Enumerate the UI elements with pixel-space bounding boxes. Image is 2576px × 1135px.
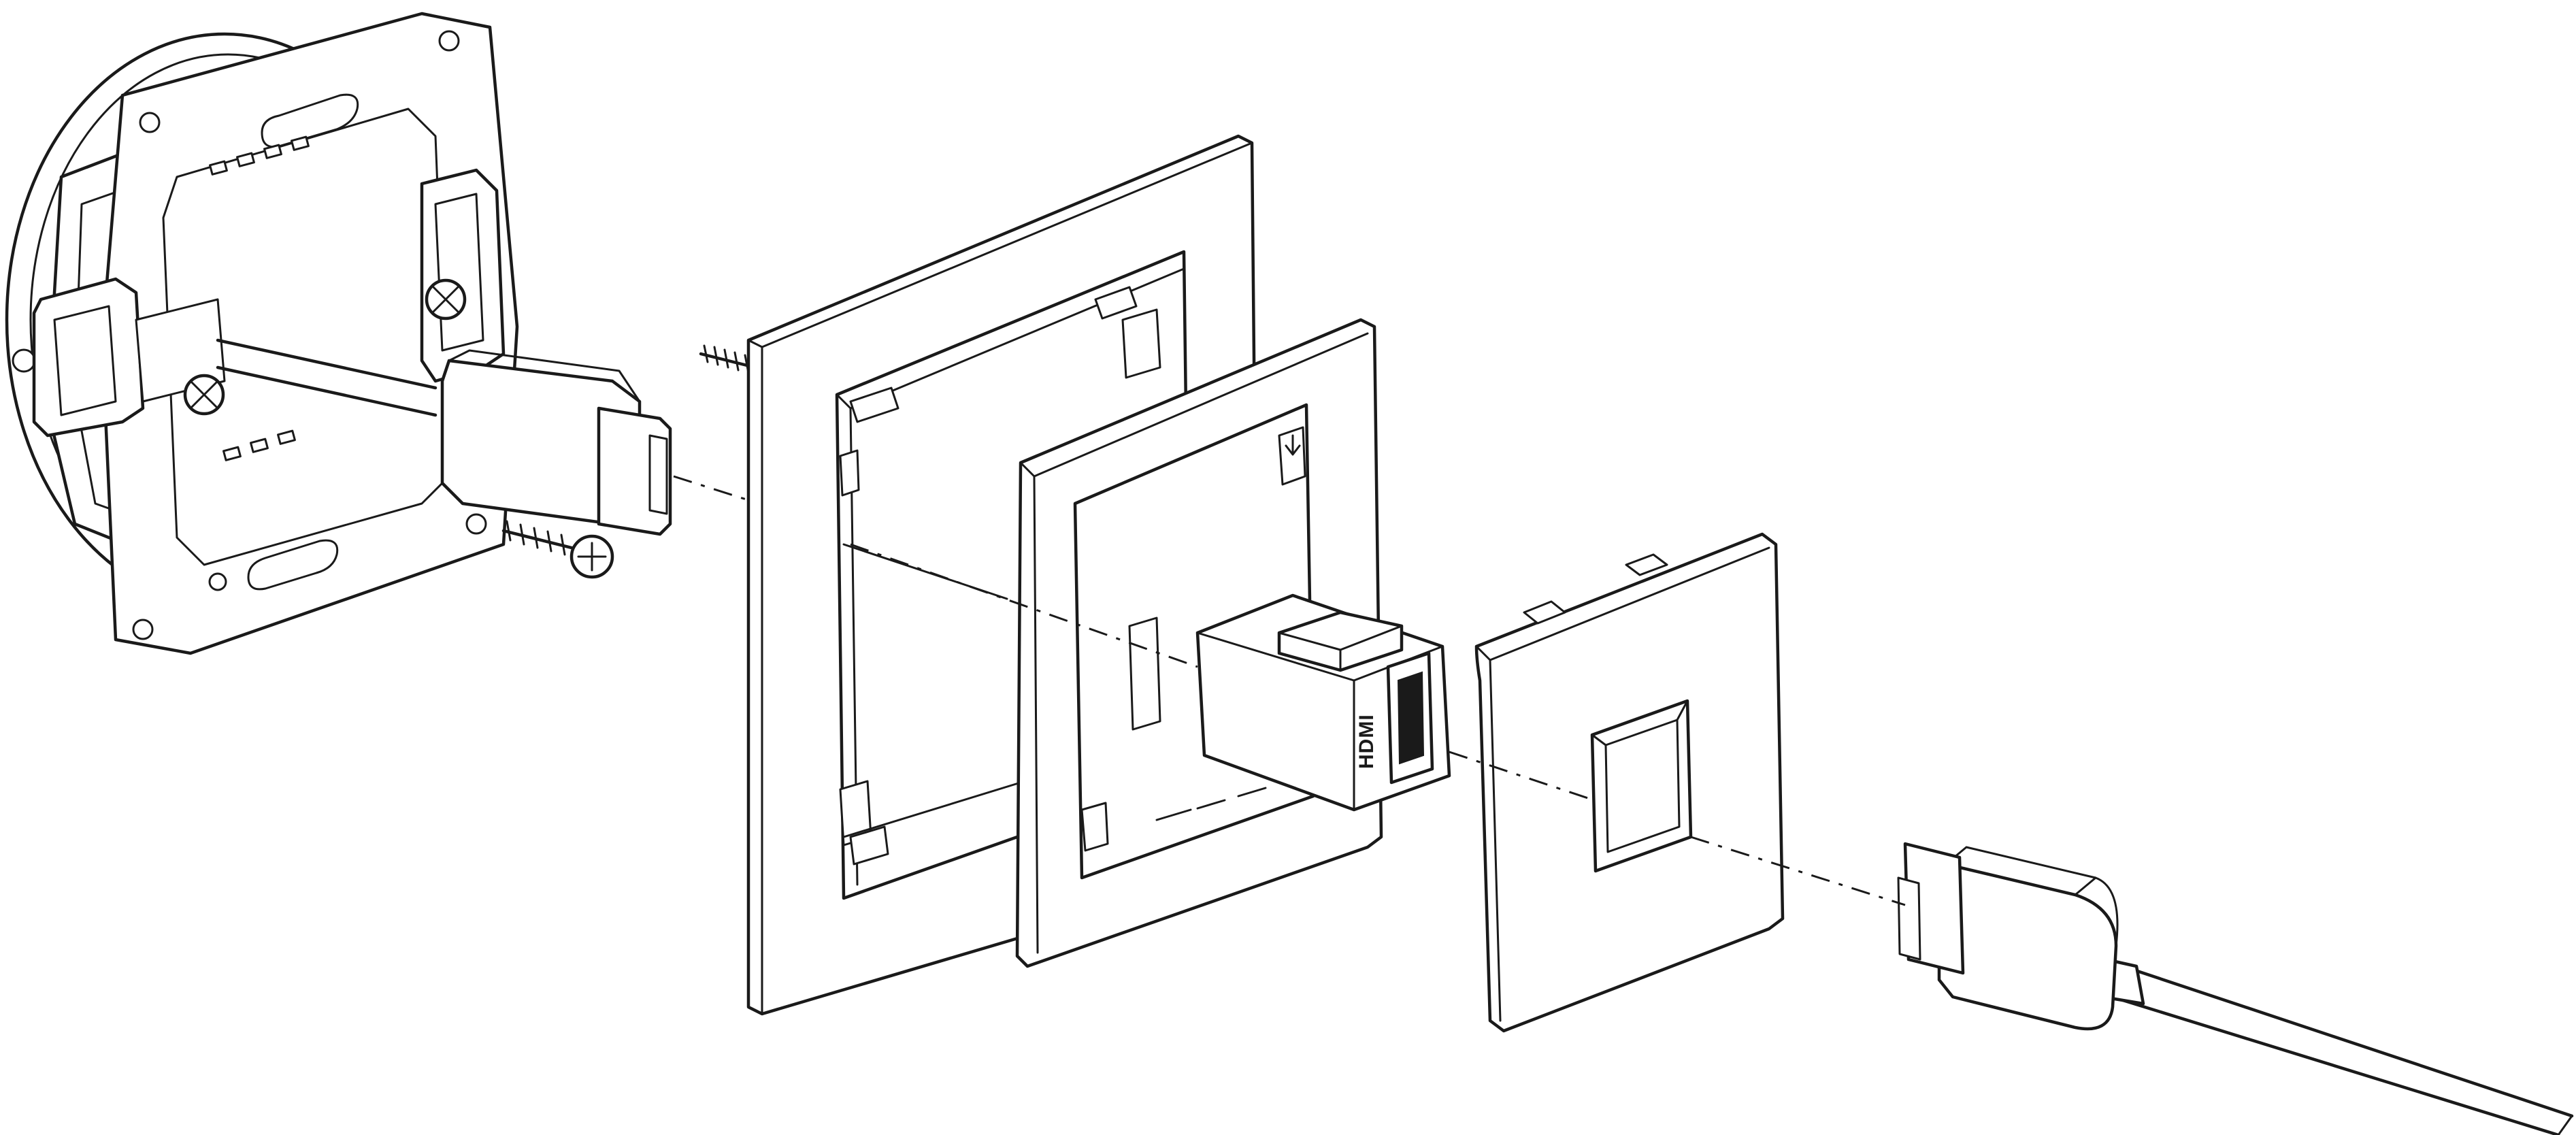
hdmi-plug-top: [1945, 846, 2119, 947]
claw-screw-right-cross: [432, 286, 459, 313]
hdmi-module-latch-top: [1278, 625, 1403, 672]
frame-hole: [132, 619, 154, 640]
axis-line: [850, 543, 1198, 668]
frame-clip: [1094, 286, 1138, 320]
hdmi-module-latch: [1277, 610, 1404, 672]
orientation-arrow-icon: [1285, 434, 1301, 456]
cover-plate-clip: [1625, 553, 1668, 576]
cover-plate-clip: [1523, 600, 1566, 625]
fixing-claw-left: [32, 277, 145, 438]
frame-rib: [1278, 426, 1306, 486]
mounting-plate-assembly: [5, 12, 672, 655]
rear-cable: [216, 338, 437, 417]
frame-hole: [465, 513, 487, 535]
frame-clip: [849, 825, 889, 866]
cover-frame-edge: [747, 142, 1253, 1015]
rear-hdmi-plug-tip: [648, 434, 668, 515]
fixing-screw-bottom: [501, 520, 614, 579]
hdmi-module-port-socket: [1397, 671, 1425, 765]
fixing-claw-left-detail: [53, 305, 117, 416]
cover-plate-port-inner: [1591, 700, 1689, 853]
frame-hole: [12, 348, 36, 373]
hdmi-module-label: HDMI: [1355, 714, 1378, 769]
fixing-claw-right: [420, 168, 506, 383]
bottom-screw-slot: [247, 539, 339, 591]
front-cover-plate: [1474, 532, 1785, 1033]
claw-screw-left-cross: [191, 381, 218, 408]
frame-rib: [1128, 616, 1161, 731]
top-screw-slot: [261, 93, 359, 148]
frame-hole: [438, 30, 460, 52]
assembly-axis-lines: [673, 475, 1906, 906]
rear-hdmi-plug-top: [448, 349, 641, 403]
frame-rib: [1155, 787, 1267, 821]
axis-line: [673, 475, 749, 501]
frame-clip: [1121, 308, 1161, 379]
cover-plate-edge: [1475, 546, 1770, 1022]
frame-hole: [208, 572, 227, 591]
frame-hole: [139, 112, 161, 133]
mounting-frame: [100, 12, 519, 655]
frame-rib: [1080, 802, 1109, 852]
hdmi-cable: [1897, 842, 2574, 1135]
frame-clip: [849, 386, 899, 423]
hdmi-plug-body: [1937, 862, 2118, 1031]
cable-body: [2121, 964, 2574, 1135]
frame-clip: [839, 449, 860, 497]
frame-vent-slots: [209, 135, 310, 461]
hdmi-plug-tip: [1897, 876, 1921, 961]
intermediate-frame-bevel: [1019, 332, 1369, 954]
hdmi-module: HDMI: [1195, 593, 1451, 812]
axis-line: [1690, 836, 1906, 906]
cable-end: [2557, 1115, 2573, 1135]
